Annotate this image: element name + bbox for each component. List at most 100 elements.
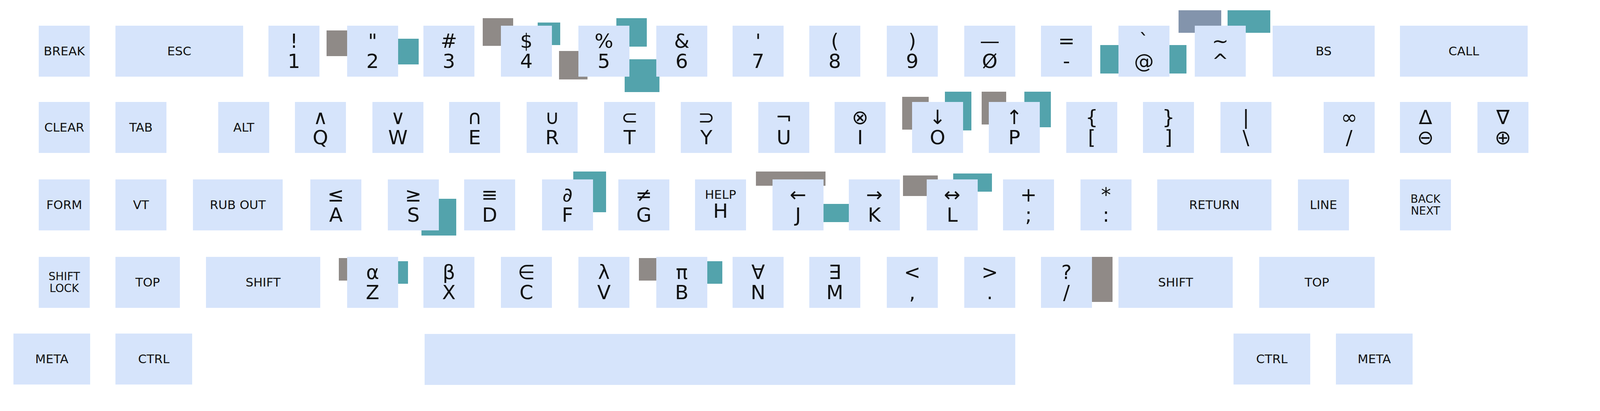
shifted-symbol: ' <box>755 31 762 52</box>
shifted-symbol: % <box>594 31 614 52</box>
keyboard-key: !1 <box>268 25 320 77</box>
keyboard-key: βX <box>423 256 475 308</box>
keyboard-key: CTRL <box>1233 333 1311 385</box>
shifted-symbol: ← <box>789 185 807 206</box>
keyboard-key: +; <box>1003 179 1055 231</box>
key-legend: ; <box>1025 205 1032 226</box>
key-legend: Z <box>365 282 380 303</box>
key-legend: . <box>986 282 994 303</box>
key-legend: - <box>1062 51 1070 72</box>
key-legend: 9 <box>906 51 919 72</box>
shifted-symbol: ` <box>1139 31 1149 52</box>
key-legend: N <box>750 282 766 303</box>
keyboard-key: META <box>1335 333 1413 385</box>
shifted-symbol: < <box>904 262 921 283</box>
keyboard-key: )9 <box>886 25 938 77</box>
key-legend: F <box>561 205 574 226</box>
keyboard-key: ←J <box>772 179 824 231</box>
keyboard-key: ∂F <box>542 179 594 231</box>
keyboard-key: BS <box>1272 25 1375 77</box>
shifted-symbol: ⊗ <box>851 107 869 128</box>
key-legend: K <box>867 205 881 226</box>
key-label: CTRL <box>136 352 171 366</box>
keyboard-key: ≠G <box>618 179 670 231</box>
keyboard-key: ∧Q <box>294 102 346 154</box>
key-legend: B <box>674 282 689 303</box>
shifted-symbol: λ <box>598 262 611 283</box>
key-label: META <box>33 352 70 366</box>
key-legend: \ <box>1242 127 1250 148</box>
key-label: SHIFT LOCK <box>38 270 90 295</box>
key-label: SHIFT <box>1156 275 1195 290</box>
keyboard-key: ≡D <box>464 179 516 231</box>
key-legend: M <box>826 282 844 303</box>
shifted-symbol: ≡ <box>481 185 499 206</box>
key-legend: A <box>328 205 343 226</box>
keyboard-key: ?/ <box>1040 256 1092 308</box>
keyboard-key: |\ <box>1220 102 1272 154</box>
key-legend: O <box>929 127 946 148</box>
keyboard-key: >. <box>964 256 1016 308</box>
shifted-symbol: " <box>368 31 378 52</box>
key-legend: I <box>857 127 864 148</box>
keyboard-key: λV <box>578 256 630 308</box>
keyboard-key: ∃M <box>809 256 861 308</box>
key-legend: P <box>1008 127 1021 148</box>
keyboard-key: ⊗I <box>834 102 886 154</box>
shifted-symbol: ∨ <box>390 107 406 128</box>
shifted-symbol: { <box>1085 107 1099 128</box>
keyboard-key: <, <box>886 256 938 308</box>
shifted-symbol: HELP <box>704 188 737 202</box>
shifted-symbol: α <box>366 262 380 283</box>
key-label: CLEAR <box>42 120 86 135</box>
shifted-symbol: ∃ <box>828 262 842 283</box>
keyboard-key: ∈C <box>500 256 552 308</box>
key-legend: [ <box>1088 127 1096 148</box>
shifted-symbol: ∈ <box>517 262 536 283</box>
shifted-symbol: β <box>442 262 456 283</box>
keyboard-key: #3 <box>423 25 475 77</box>
keyboard-key: CALL <box>1399 25 1528 77</box>
keyboard-key: ESC <box>115 25 244 77</box>
key-label: SHIFT <box>243 275 282 290</box>
key-label: ESC <box>165 44 193 58</box>
keyboard-key: αZ <box>347 256 399 308</box>
key-label: BREAK <box>42 44 87 58</box>
keyboard-key: ∩E <box>449 102 501 154</box>
keyboard-key: {[ <box>1066 102 1118 154</box>
shifted-symbol: ∇ <box>1496 107 1510 128</box>
keyboard-key: TOP <box>115 256 180 308</box>
shifted-symbol: ⊃ <box>698 107 715 128</box>
key-legend: 5 <box>597 51 611 72</box>
key-label: LINE <box>1308 198 1339 212</box>
shifted-symbol: ≠ <box>635 185 653 206</box>
key-label: TOP <box>1303 275 1331 290</box>
keyboard-key: ⊂T <box>604 102 656 154</box>
key-legend: R <box>545 127 560 148</box>
keyboard-key: BREAK <box>38 25 90 77</box>
keyboard-key: HELPH <box>695 179 747 231</box>
keyboard-key: `@ <box>1118 25 1170 77</box>
shifted-symbol: ∧ <box>313 107 328 128</box>
key-legend: / <box>1345 127 1353 148</box>
key-legend: @ <box>1134 51 1155 72</box>
keyboard-key: }] <box>1142 102 1194 154</box>
key-legend: Q <box>312 127 329 148</box>
key-legend: / <box>1063 282 1070 303</box>
shifted-symbol: ↓ <box>929 107 947 128</box>
keyboard-key: SHIFT <box>1118 256 1233 308</box>
key-legend: S <box>407 205 420 226</box>
keyboard-key: =- <box>1040 25 1092 77</box>
shifted-symbol: = <box>1058 31 1075 52</box>
key-legend: L <box>946 205 958 226</box>
shifted-symbol: π <box>675 262 688 283</box>
key-label: CALL <box>1446 44 1481 58</box>
keyboard-key: VT <box>115 179 167 231</box>
shifted-symbol: ( <box>831 31 839 52</box>
keyboard-key: ≥S <box>387 179 439 231</box>
keyboard-key: CLEAR <box>38 102 90 154</box>
shifted-symbol: ∪ <box>544 107 560 128</box>
keyboard-key: $4 <box>500 25 552 77</box>
shifted-symbol: ∞ <box>1341 107 1358 128</box>
shifted-symbol: — <box>980 31 1000 52</box>
